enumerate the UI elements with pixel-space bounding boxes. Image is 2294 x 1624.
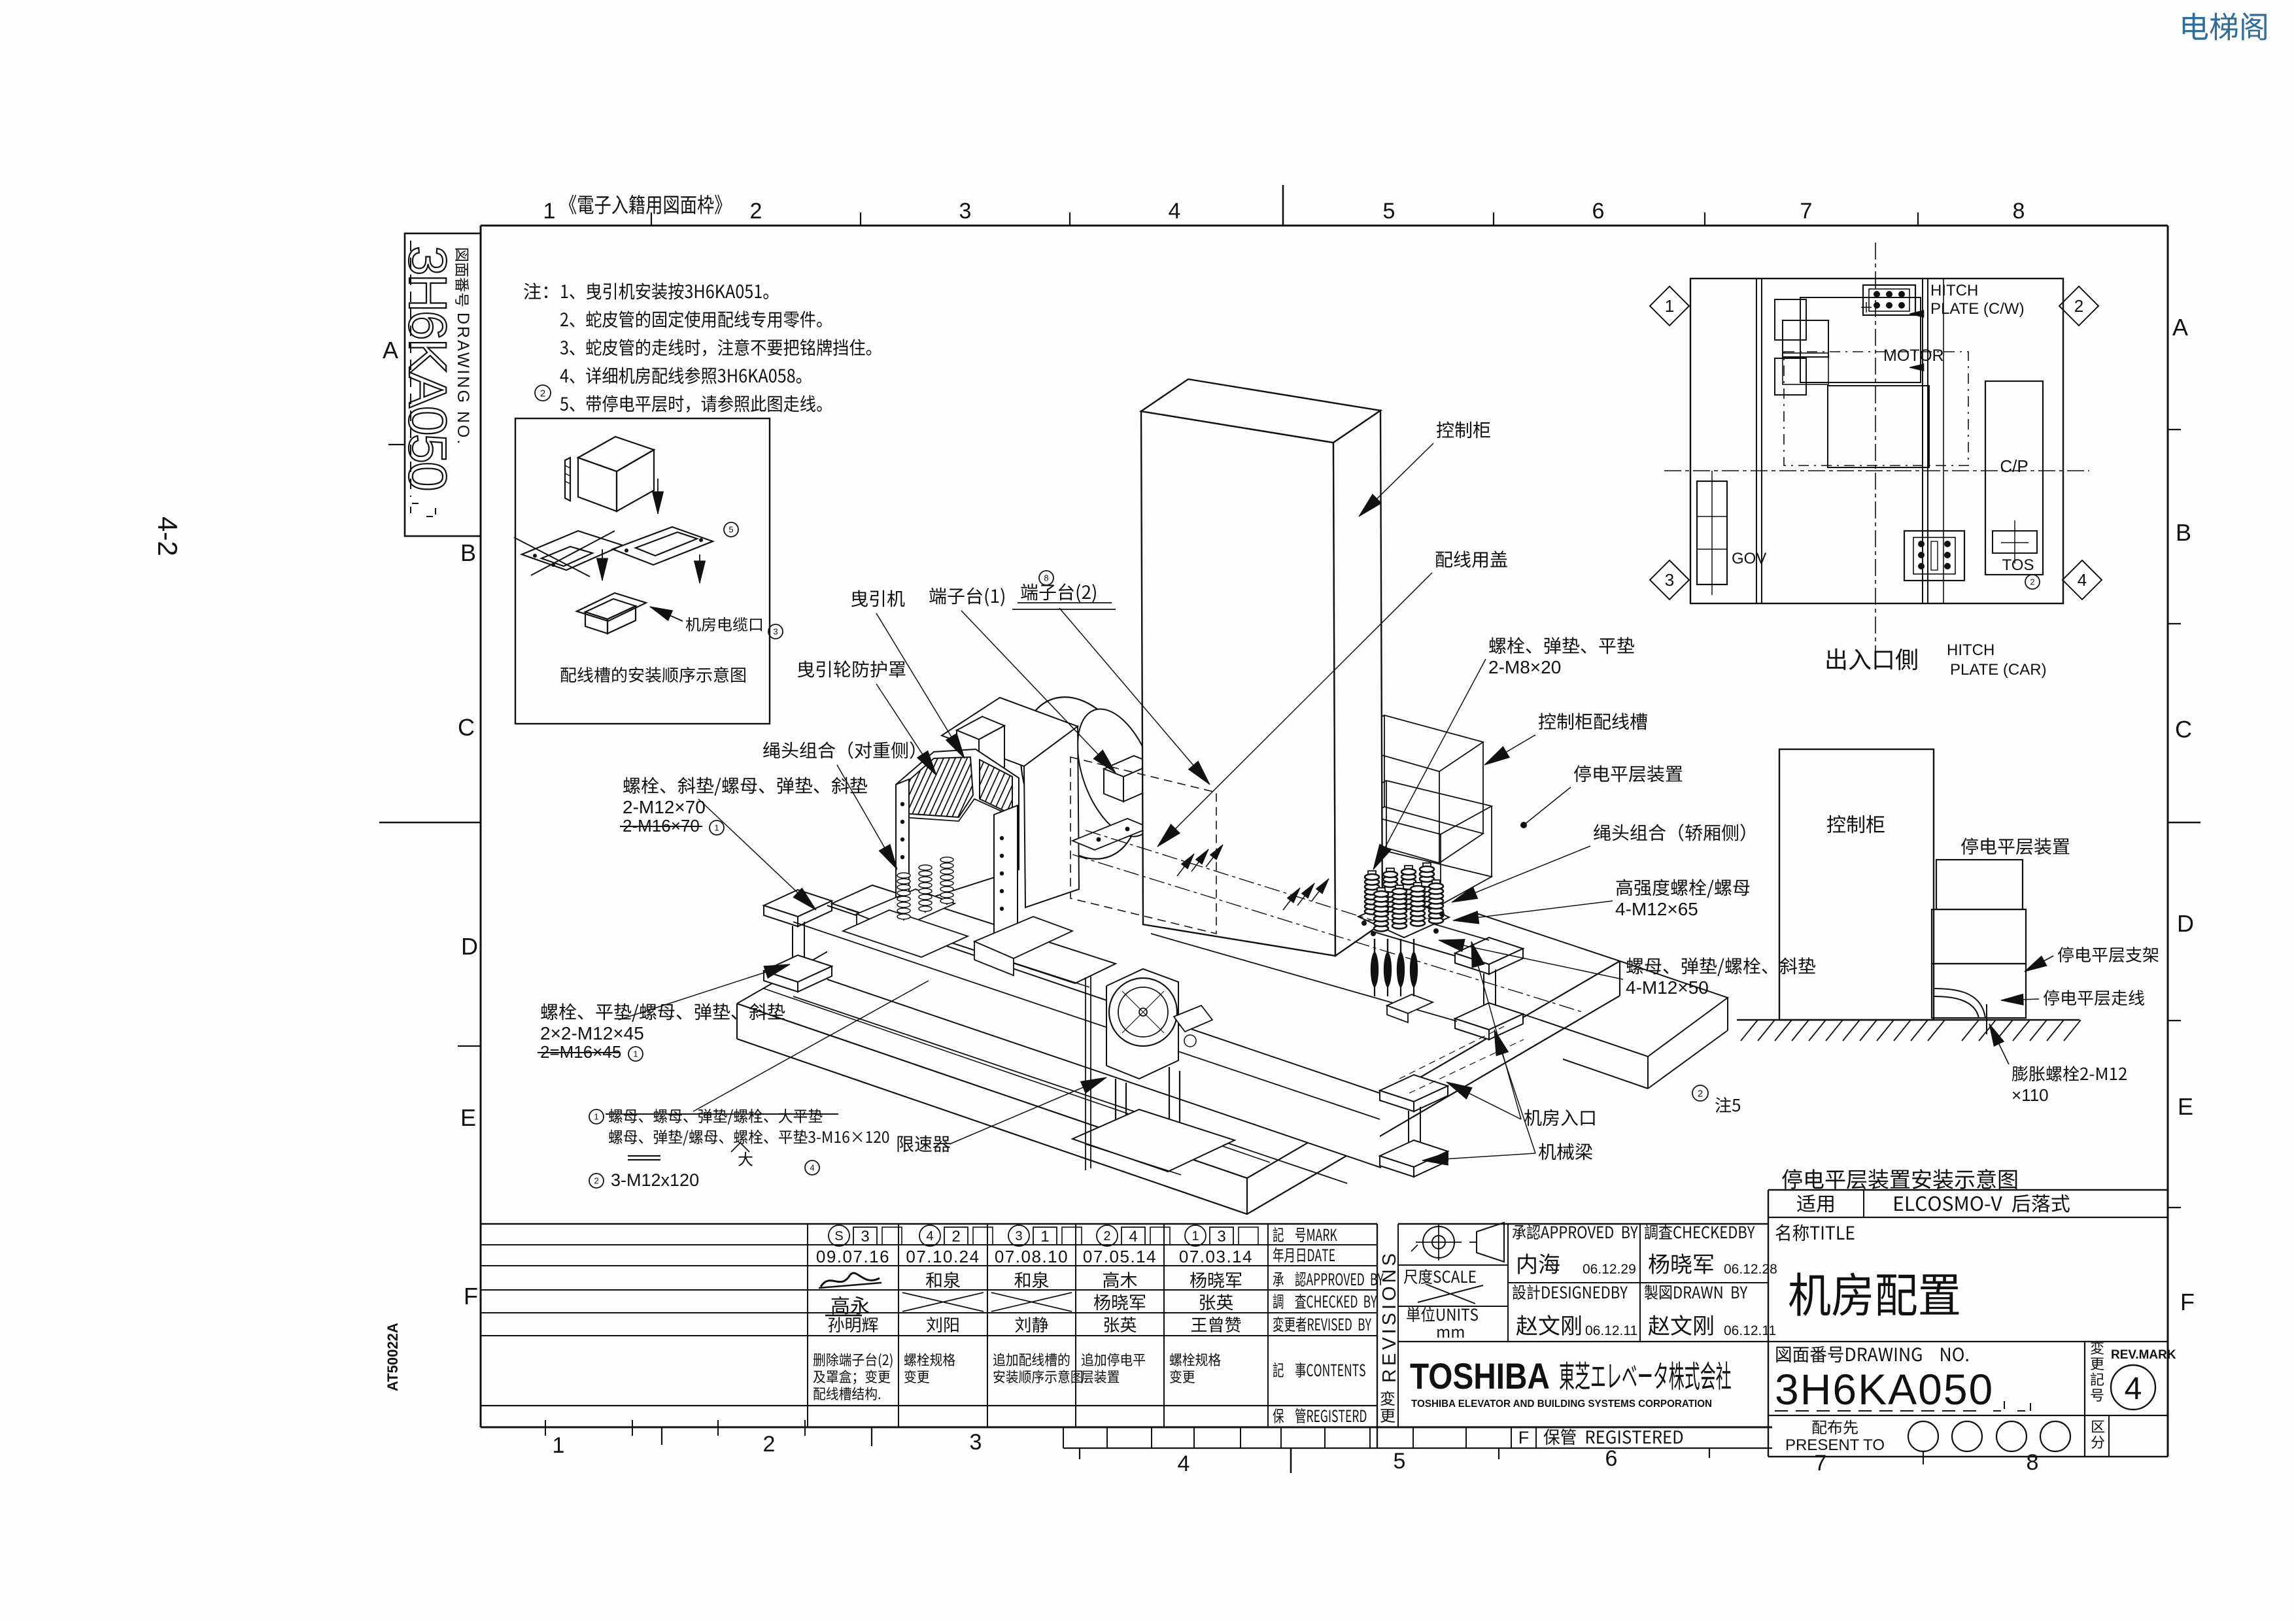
svg-text:PLATE (CAR): PLATE (CAR) xyxy=(1950,661,2047,679)
svg-text:2: 2 xyxy=(763,1432,776,1457)
svg-text:5: 5 xyxy=(728,525,733,535)
svg-text:3H6KA050: 3H6KA050 xyxy=(398,246,457,490)
svg-text:4: 4 xyxy=(1178,1451,1190,1476)
svg-text:1: 1 xyxy=(633,1049,638,1059)
svg-text:F: F xyxy=(1518,1428,1530,1447)
svg-text:PLATE (C/W): PLATE (C/W) xyxy=(1930,300,2025,318)
svg-text:8: 8 xyxy=(1044,573,1048,583)
svg-text:2: 2 xyxy=(594,1176,598,1186)
svg-text:MOTOR: MOTOR xyxy=(1883,347,1944,365)
svg-text:2: 2 xyxy=(2030,577,2034,587)
svg-text:S: S xyxy=(834,1229,843,1243)
svg-text:F: F xyxy=(2180,1289,2195,1315)
svg-text:1: 1 xyxy=(553,1433,565,1458)
svg-text:07.10.24: 07.10.24 xyxy=(906,1247,980,1266)
svg-text:4-2: 4-2 xyxy=(152,516,183,556)
svg-text:07.03.14: 07.03.14 xyxy=(1179,1247,1253,1266)
svg-text:06.12.11: 06.12.11 xyxy=(1724,1323,1776,1338)
svg-text:REVISIONS: REVISIONS xyxy=(1379,1250,1400,1383)
svg-text:×110: ×110 xyxy=(2012,1085,2049,1105)
svg-text:2: 2 xyxy=(1103,1229,1110,1243)
svg-text:8: 8 xyxy=(2013,199,2025,224)
svg-text:PRESENT TO: PRESENT TO xyxy=(1785,1436,1885,1454)
svg-text:4: 4 xyxy=(2078,570,2087,590)
svg-text:DRAWING NO.: DRAWING NO. xyxy=(454,313,472,446)
svg-text:4: 4 xyxy=(1129,1228,1137,1245)
svg-text:4: 4 xyxy=(2125,1372,2142,1406)
svg-text:07.05.14: 07.05.14 xyxy=(1083,1247,1157,1266)
svg-text:3: 3 xyxy=(1665,570,1674,590)
svg-text:2: 2 xyxy=(750,199,762,224)
svg-text:1: 1 xyxy=(543,199,556,224)
svg-text:TOSHIBA: TOSHIBA xyxy=(1410,1355,1550,1396)
svg-text:06.12.28: 06.12.28 xyxy=(1724,1262,1777,1277)
svg-text:7: 7 xyxy=(1800,199,1813,224)
svg-text:2: 2 xyxy=(951,1228,960,1245)
svg-text:E: E xyxy=(2178,1093,2193,1120)
svg-text:3-M12x120: 3-M12x120 xyxy=(611,1170,699,1190)
svg-text:2-M12×70: 2-M12×70 xyxy=(623,797,706,817)
svg-text:3: 3 xyxy=(1015,1229,1022,1243)
svg-text:4: 4 xyxy=(810,1163,814,1173)
svg-text:3: 3 xyxy=(773,627,778,637)
svg-text:06.12.29: 06.12.29 xyxy=(1583,1262,1636,1277)
svg-text:5: 5 xyxy=(1394,1449,1406,1474)
svg-text:3: 3 xyxy=(970,1430,982,1455)
svg-text:3: 3 xyxy=(1217,1228,1225,1245)
svg-text:A: A xyxy=(383,337,398,364)
svg-text:4-M12×65: 4-M12×65 xyxy=(1615,899,1698,919)
svg-text:AT50022A: AT50022A xyxy=(385,1323,401,1391)
svg-text:4-M12×50: 4-M12×50 xyxy=(1626,977,1709,998)
svg-text:A: A xyxy=(2172,314,2188,341)
svg-text:REV.MARK: REV.MARK xyxy=(2111,1348,2176,1362)
svg-text:E: E xyxy=(460,1104,476,1131)
svg-text:TOS: TOS xyxy=(2002,556,2034,574)
svg-text:6: 6 xyxy=(1592,199,1605,224)
svg-text:3: 3 xyxy=(959,199,972,224)
svg-text:HITCH: HITCH xyxy=(1947,641,1994,659)
svg-text:4: 4 xyxy=(926,1229,933,1243)
svg-text:C/P: C/P xyxy=(2000,456,2028,476)
svg-text:06.12.11: 06.12.11 xyxy=(1585,1323,1637,1338)
svg-text:6: 6 xyxy=(1605,1446,1618,1471)
svg-text:2: 2 xyxy=(2074,296,2083,316)
svg-text:F: F xyxy=(464,1283,478,1310)
svg-text:GOV: GOV xyxy=(1732,550,1766,567)
svg-text:HITCH: HITCH xyxy=(1930,282,1978,299)
svg-text:1: 1 xyxy=(1191,1229,1199,1243)
svg-text:5: 5 xyxy=(1383,199,1395,224)
svg-text:8: 8 xyxy=(2027,1450,2039,1475)
svg-text:2: 2 xyxy=(540,388,545,399)
svg-text:3H6KA050: 3H6KA050 xyxy=(1775,1365,1994,1413)
svg-text:2-M8×20: 2-M8×20 xyxy=(1488,657,1561,677)
svg-text:B: B xyxy=(2176,519,2191,546)
svg-text:D: D xyxy=(2177,910,2194,937)
svg-text:7: 7 xyxy=(1815,1451,1827,1476)
svg-text:1: 1 xyxy=(1040,1228,1049,1245)
svg-text:4: 4 xyxy=(1169,199,1181,224)
svg-text:3: 3 xyxy=(861,1228,869,1245)
svg-text:C: C xyxy=(2175,716,2192,743)
svg-text:09.07.16: 09.07.16 xyxy=(816,1247,890,1266)
svg-text:1: 1 xyxy=(714,823,719,833)
svg-text:1: 1 xyxy=(1665,296,1674,316)
svg-text:1: 1 xyxy=(594,1112,598,1122)
svg-text:2: 2 xyxy=(1698,1088,1703,1099)
svg-text:TOSHIBA ELEVATOR AND BUILDING: TOSHIBA ELEVATOR AND BUILDING SYSTEMS CO… xyxy=(1411,1398,1712,1410)
svg-text:2×2-M12×45: 2×2-M12×45 xyxy=(540,1023,644,1043)
svg-text:D: D xyxy=(461,933,478,960)
svg-text:B: B xyxy=(460,539,476,566)
svg-text:07.08.10: 07.08.10 xyxy=(995,1247,1069,1266)
svg-text:C: C xyxy=(458,714,475,741)
